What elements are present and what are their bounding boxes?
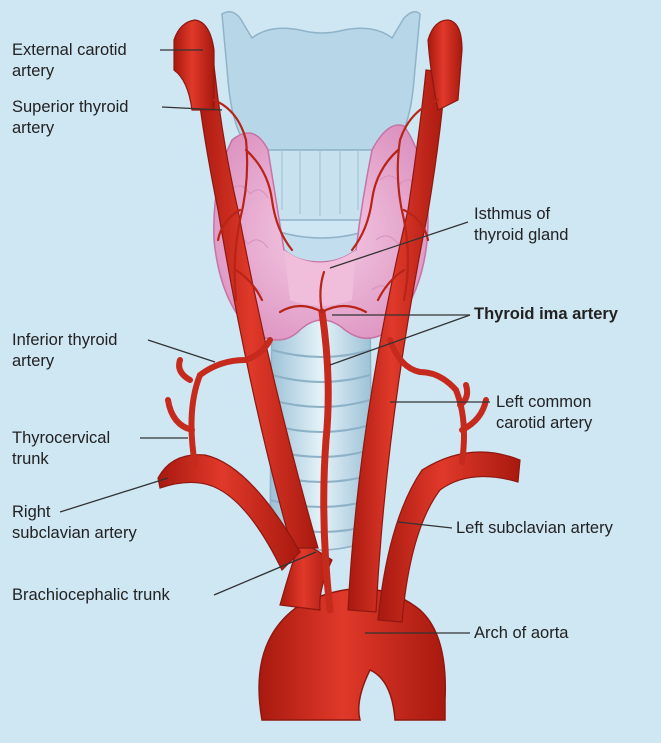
- label-inferior-thyroid: Inferior thyroid artery: [12, 330, 117, 372]
- label-line: artery: [12, 351, 117, 372]
- label-aortic-arch: Arch of aorta: [474, 623, 568, 644]
- label-line: Thyrocervical: [12, 428, 110, 449]
- label-line: Right: [12, 502, 137, 523]
- label-line: artery: [12, 118, 128, 139]
- label-left-subclavian: Left subclavian artery: [456, 518, 613, 539]
- label-brachiocephalic: Brachiocephalic trunk: [12, 585, 170, 606]
- label-line: Left common: [496, 392, 592, 413]
- label-line: subclavian artery: [12, 523, 137, 544]
- label-left-common-carotid: Left common carotid artery: [496, 392, 592, 434]
- label-external-carotid: External carotid artery: [12, 40, 127, 82]
- label-line: carotid artery: [496, 413, 592, 434]
- label-superior-thyroid: Superior thyroid artery: [12, 97, 128, 139]
- label-thyroid-ima: Thyroid ima artery: [474, 304, 618, 325]
- label-thyrocervical: Thyrocervical trunk: [12, 428, 110, 470]
- label-line: Superior thyroid: [12, 97, 128, 118]
- label-line: artery: [12, 61, 127, 82]
- label-line: Arch of aorta: [474, 623, 568, 644]
- label-line: Thyroid ima artery: [474, 304, 618, 325]
- label-line: Inferior thyroid: [12, 330, 117, 351]
- label-line: Left subclavian artery: [456, 518, 613, 539]
- label-line: trunk: [12, 449, 110, 470]
- label-line: Brachiocephalic trunk: [12, 585, 170, 606]
- label-isthmus: Isthmus of thyroid gland: [474, 204, 568, 246]
- label-line: thyroid gland: [474, 225, 568, 246]
- label-line: Isthmus of: [474, 204, 568, 225]
- label-line: External carotid: [12, 40, 127, 61]
- label-right-subclavian: Right subclavian artery: [12, 502, 137, 544]
